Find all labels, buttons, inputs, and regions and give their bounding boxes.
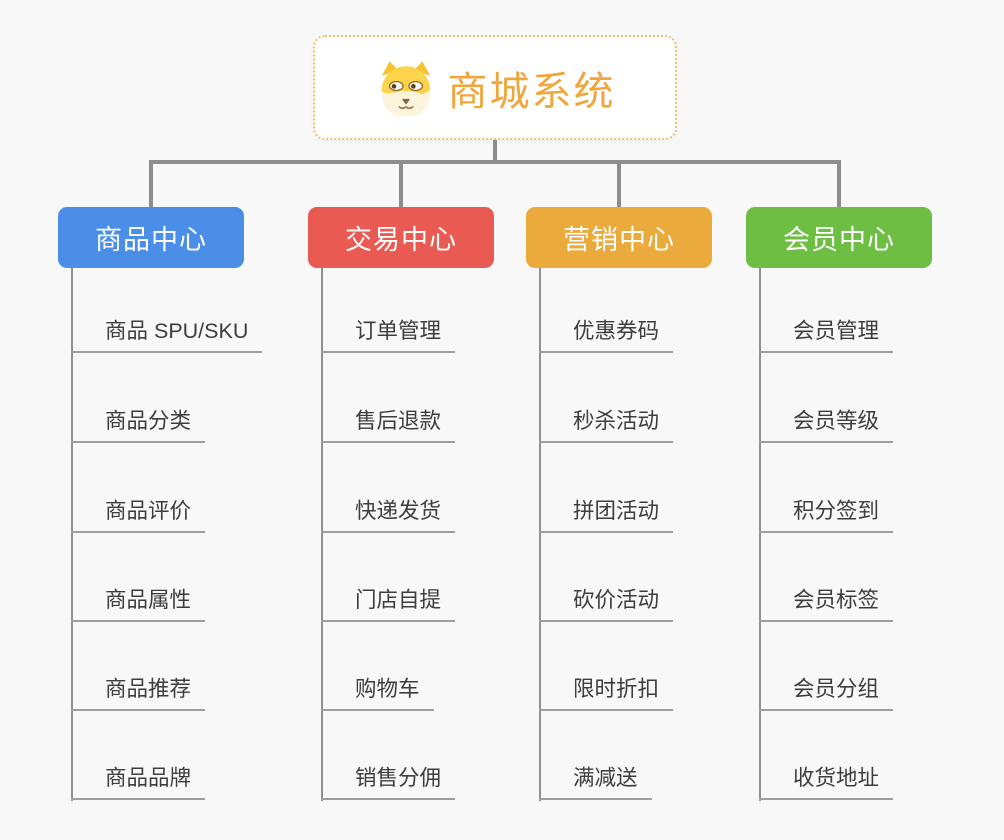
leaf-node[interactable]: 商品推荐 bbox=[71, 673, 206, 711]
connector-horizontal-bar bbox=[149, 160, 841, 164]
branch-node-marketing-center[interactable]: 营销中心 bbox=[526, 207, 712, 268]
leaf-node[interactable]: 满减送 bbox=[539, 762, 652, 800]
root-node-mall-system[interactable]: 商城系统 bbox=[313, 35, 677, 140]
leaf-node[interactable]: 会员分组 bbox=[759, 673, 894, 711]
leaf-node[interactable]: 商品分类 bbox=[71, 405, 206, 443]
leaf-node[interactable]: 会员等级 bbox=[759, 405, 894, 443]
branch-node-trade-center[interactable]: 交易中心 bbox=[308, 207, 494, 268]
leaf-node[interactable]: 商品评价 bbox=[71, 495, 206, 533]
leaf-node[interactable]: 商品 SPU/SKU bbox=[71, 315, 263, 353]
branch-spine bbox=[321, 268, 323, 801]
leaf-node[interactable]: 限时折扣 bbox=[539, 673, 674, 711]
branch-column-member-center: 会员中心 会员管理 会员等级 积分签到 会员标签 会员分组 收货地址 bbox=[746, 0, 996, 840]
branch-spine bbox=[539, 268, 541, 801]
leaf-node[interactable]: 优惠券码 bbox=[539, 315, 674, 353]
leaf-node[interactable]: 积分签到 bbox=[759, 495, 894, 533]
branch-node-product-center[interactable]: 商品中心 bbox=[58, 207, 244, 268]
connector-drop-trade bbox=[399, 163, 403, 208]
root-title: 商城系统 bbox=[447, 69, 616, 114]
connector-drop-member bbox=[837, 163, 841, 208]
leaf-node[interactable]: 会员标签 bbox=[759, 584, 894, 622]
connector-root-stub bbox=[493, 140, 497, 162]
dog-face-icon bbox=[375, 59, 437, 116]
leaf-node[interactable]: 拼团活动 bbox=[539, 495, 674, 533]
branch-column-product-center: 商品中心 商品 SPU/SKU 商品分类 商品评价 商品属性 商品推荐 商品品牌 bbox=[58, 0, 308, 840]
leaf-node[interactable]: 销售分佣 bbox=[321, 762, 456, 800]
leaf-node[interactable]: 售后退款 bbox=[321, 405, 456, 443]
branch-column-marketing-center: 营销中心 优惠券码 秒杀活动 拼团活动 砍价活动 限时折扣 满减送 bbox=[526, 0, 776, 840]
branch-column-trade-center: 交易中心 订单管理 售后退款 快递发货 门店自提 购物车 销售分佣 bbox=[308, 0, 558, 840]
leaf-node[interactable]: 砍价活动 bbox=[539, 584, 674, 622]
leaf-node[interactable]: 订单管理 bbox=[321, 315, 456, 353]
leaf-node[interactable]: 商品属性 bbox=[71, 584, 206, 622]
leaf-node[interactable]: 商品品牌 bbox=[71, 762, 206, 800]
leaf-node[interactable]: 门店自提 bbox=[321, 584, 456, 622]
connector-drop-marketing bbox=[617, 163, 621, 208]
branch-spine bbox=[759, 268, 761, 801]
leaf-node[interactable]: 会员管理 bbox=[759, 315, 894, 353]
leaf-node[interactable]: 秒杀活动 bbox=[539, 405, 674, 443]
leaf-node[interactable]: 购物车 bbox=[321, 673, 434, 711]
leaf-node[interactable]: 快递发货 bbox=[321, 495, 456, 533]
connector-drop-product bbox=[149, 163, 153, 208]
branch-node-member-center[interactable]: 会员中心 bbox=[746, 207, 932, 268]
leaf-node[interactable]: 收货地址 bbox=[759, 762, 894, 800]
branch-spine bbox=[71, 268, 73, 801]
